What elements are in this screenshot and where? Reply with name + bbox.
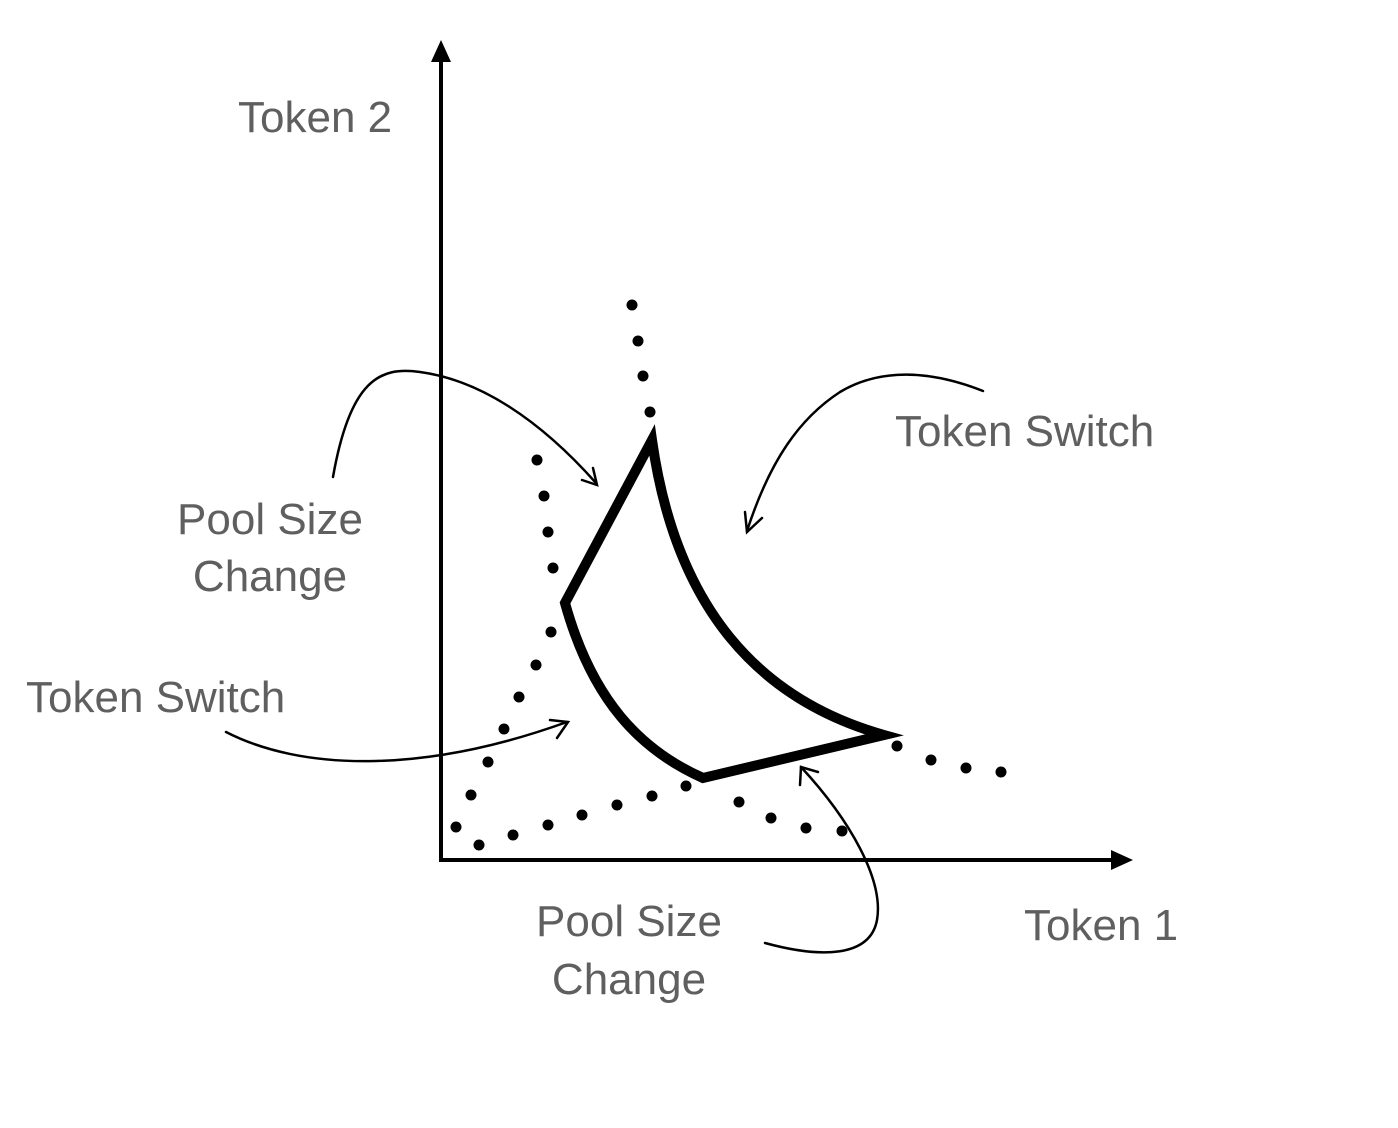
dot [800, 822, 812, 834]
annotation-arrows [224, 369, 985, 954]
dot [542, 526, 554, 538]
dot [644, 406, 656, 418]
dot [538, 490, 550, 502]
y-axis-label: Token 2 [238, 93, 392, 142]
dot [646, 790, 658, 802]
arrow-token-switch-upper [745, 373, 985, 533]
x-axis-label: Token 1 [1024, 901, 1178, 950]
dot [891, 740, 903, 752]
dot [473, 839, 485, 851]
dot [960, 762, 972, 774]
arrow-token-switch-lower [224, 720, 569, 763]
dot [530, 659, 542, 671]
dot [542, 819, 554, 831]
upper-dotted-curve [626, 299, 1007, 778]
dot [611, 799, 623, 811]
dot [733, 796, 745, 808]
arrow-token-switch-lower-head [548, 718, 571, 740]
dot [995, 766, 1007, 778]
dot [465, 789, 477, 801]
arrow-pool-size-lower-head [798, 765, 820, 787]
arrow-pool-size-upper-head [580, 466, 599, 487]
y-axis-arrowhead [431, 40, 451, 62]
token-switch-label-upper: Token Switch [895, 407, 1154, 456]
dot [513, 691, 525, 703]
dot [680, 780, 692, 792]
axes [431, 40, 1133, 870]
token-switch-label-lower: Token Switch [26, 673, 285, 722]
pool-size-change-label-upper-line2: Change [193, 552, 347, 601]
dot [637, 370, 649, 382]
dot [925, 754, 937, 766]
dot [482, 756, 494, 768]
pool-size-change-label-lower-line2: Change [552, 955, 706, 1004]
dot [545, 626, 557, 638]
dot [632, 335, 644, 347]
dot [765, 812, 777, 824]
bold-cycle-path [559, 424, 904, 784]
dot [576, 809, 588, 821]
arrow-token-switch-upper-head [743, 510, 764, 535]
dot [498, 723, 510, 735]
pool-size-change-label-lower-line1: Pool Size [536, 897, 722, 946]
dotted-curves [450, 299, 1007, 851]
dot [626, 299, 638, 311]
arrow-pool-size-upper [331, 369, 598, 485]
arrow-pool-size-lower [763, 765, 880, 954]
pool-size-change-label-upper-line1: Pool Size [177, 495, 363, 544]
dot [531, 454, 543, 466]
dot [450, 821, 462, 833]
dot [547, 562, 559, 574]
x-axis-arrowhead [1111, 850, 1133, 870]
dot [507, 829, 519, 841]
dot [836, 825, 848, 837]
lower-dotted-curve [450, 454, 848, 851]
